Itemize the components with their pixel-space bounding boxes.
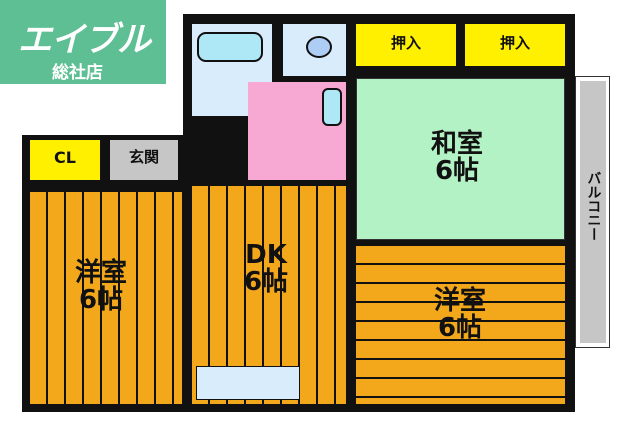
brand-logo: エイブル 総社店 bbox=[0, 0, 166, 84]
bathtub-icon bbox=[197, 32, 263, 62]
japanese-room: 和室 6帖 bbox=[356, 78, 565, 240]
western-room-left: 洋室 6帖 bbox=[30, 192, 182, 404]
balcony: バルコニー bbox=[575, 76, 610, 348]
logo-brand-text: エイブル bbox=[18, 20, 151, 60]
kitchen-counter bbox=[196, 366, 300, 400]
logo-branch-text: 総社店 bbox=[52, 63, 103, 83]
sink-icon bbox=[322, 88, 342, 126]
oshiire-1: 押入 bbox=[356, 24, 456, 66]
closet-cl: CL bbox=[30, 140, 100, 180]
oshiire-2: 押入 bbox=[465, 24, 565, 66]
entrance: 玄関 bbox=[110, 140, 178, 180]
dining-kitchen: DK 6帖 bbox=[192, 186, 346, 404]
western-room-right: 洋室 6帖 bbox=[356, 246, 565, 404]
toilet-icon bbox=[306, 36, 332, 58]
